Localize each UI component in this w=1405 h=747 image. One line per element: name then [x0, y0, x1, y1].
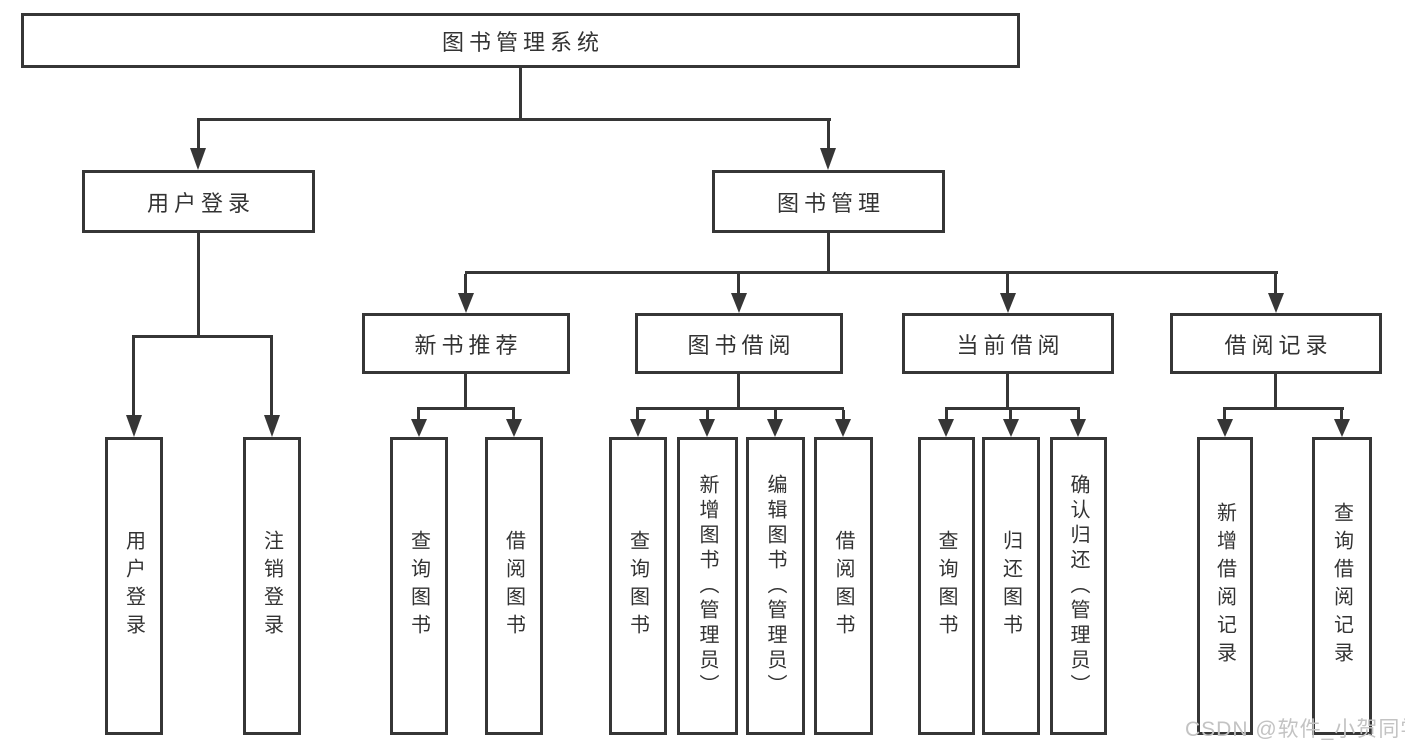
leaf-bb-borrow: 借阅图书: [814, 437, 873, 735]
connector-line: [737, 274, 740, 293]
leaf-rec-query-label: 查询图书: [407, 530, 430, 642]
arrow-down-icon: [767, 419, 783, 437]
arrow-down-icon: [1000, 293, 1016, 313]
connector-line: [512, 410, 515, 419]
leaf-logout-label: 注销登录: [260, 530, 283, 642]
leaf-cb-confirm-label: 确认归还（管理员）: [1067, 473, 1089, 699]
arrow-down-icon: [264, 415, 280, 437]
connector-line: [519, 68, 522, 118]
connector-line: [1274, 374, 1277, 407]
connector-line: [774, 410, 777, 419]
node-book-borrow: 图书借阅: [635, 313, 843, 374]
leaf-br-query-label: 查询借阅记录: [1330, 502, 1353, 670]
connector-line: [1077, 410, 1080, 419]
node-new-book-rec: 新书推荐: [362, 313, 570, 374]
arrow-down-icon: [1268, 293, 1284, 313]
leaf-br-add: 新增借阅记录: [1197, 437, 1253, 735]
arrow-down-icon: [1070, 419, 1086, 437]
arrow-down-icon: [1003, 419, 1019, 437]
leaf-cb-return-label: 归还图书: [999, 530, 1022, 642]
leaf-cb-return: 归还图书: [982, 437, 1040, 735]
connector-line: [197, 121, 200, 150]
node-root-label: 图书管理系统: [441, 29, 604, 55]
connector-line: [464, 374, 467, 407]
connector-line: [1006, 374, 1009, 407]
connector-line: [636, 407, 844, 410]
connector-line: [737, 374, 740, 407]
arrow-down-icon: [458, 293, 474, 313]
connector-line: [1009, 410, 1012, 419]
connector-line: [464, 274, 467, 293]
connector-line: [270, 338, 273, 415]
node-current-borrow-label: 当前借阅: [956, 332, 1065, 358]
leaf-bb-add-label: 新增图书（管理员）: [696, 473, 718, 699]
arrow-down-icon: [1334, 419, 1350, 437]
arrow-down-icon: [126, 415, 142, 437]
leaf-bb-add: 新增图书（管理员）: [677, 437, 738, 735]
connector-line: [132, 338, 135, 415]
connector-line: [1006, 274, 1009, 293]
arrow-down-icon: [1217, 419, 1233, 437]
arrow-down-icon: [731, 293, 747, 313]
node-book-mgmt: 图书管理: [712, 170, 945, 233]
node-current-borrow: 当前借阅: [902, 313, 1114, 374]
leaf-user-login-label: 用户登录: [122, 530, 145, 642]
connector-line: [945, 410, 948, 419]
leaf-logout: 注销登录: [243, 437, 301, 735]
leaf-cb-query: 查询图书: [918, 437, 975, 735]
arrow-down-icon: [699, 419, 715, 437]
leaf-rec-borrow-label: 借阅图书: [502, 530, 525, 642]
connector-line: [636, 410, 639, 419]
node-new-book-rec-label: 新书推荐: [414, 332, 523, 358]
connector-line: [1223, 410, 1226, 419]
leaf-cb-confirm: 确认归还（管理员）: [1050, 437, 1107, 735]
connector-line: [945, 407, 1080, 410]
connector-line: [827, 121, 830, 150]
connector-line: [706, 410, 709, 419]
leaf-user-login: 用户登录: [105, 437, 163, 735]
connector-line: [1274, 274, 1277, 293]
arrow-down-icon: [835, 419, 851, 437]
connector-line: [827, 233, 830, 271]
watermark: CSDN @软件_小贺同学: [1185, 718, 1405, 741]
connector-line: [465, 271, 1278, 274]
arrow-down-icon: [938, 419, 954, 437]
arrow-down-icon: [506, 419, 522, 437]
connector-line: [132, 335, 273, 338]
connector-line: [197, 118, 831, 121]
leaf-bb-edit: 编辑图书（管理员）: [746, 437, 805, 735]
leaf-bb-query: 查询图书: [609, 437, 667, 735]
leaf-rec-query: 查询图书: [390, 437, 448, 735]
connector-line: [1223, 407, 1344, 410]
connector-line: [417, 410, 420, 419]
connector-line: [1340, 410, 1343, 419]
leaf-bb-borrow-label: 借阅图书: [832, 530, 854, 642]
node-book-mgmt-label: 图书管理: [776, 190, 885, 216]
connector-line: [197, 233, 200, 335]
leaf-br-add-label: 新增借阅记录: [1213, 502, 1236, 670]
leaf-rec-borrow: 借阅图书: [485, 437, 543, 735]
leaf-br-query: 查询借阅记录: [1312, 437, 1372, 735]
arrow-down-icon: [411, 419, 427, 437]
leaf-bb-edit-label: 编辑图书（管理员）: [764, 473, 786, 699]
node-root: 图书管理系统: [21, 13, 1020, 68]
connector-line: [417, 407, 515, 410]
node-borrow-records-label: 借阅记录: [1224, 332, 1333, 358]
node-user-login: 用户登录: [82, 170, 315, 233]
node-book-borrow-label: 图书借阅: [687, 332, 796, 358]
leaf-bb-query-label: 查询图书: [626, 530, 649, 642]
connector-line: [842, 410, 845, 419]
arrow-down-icon: [630, 419, 646, 437]
leaf-cb-query-label: 查询图书: [935, 530, 957, 642]
arrow-down-icon: [820, 148, 836, 170]
node-borrow-records: 借阅记录: [1170, 313, 1382, 374]
arrow-down-icon: [190, 148, 206, 170]
node-user-login-label: 用户登录: [146, 190, 255, 216]
